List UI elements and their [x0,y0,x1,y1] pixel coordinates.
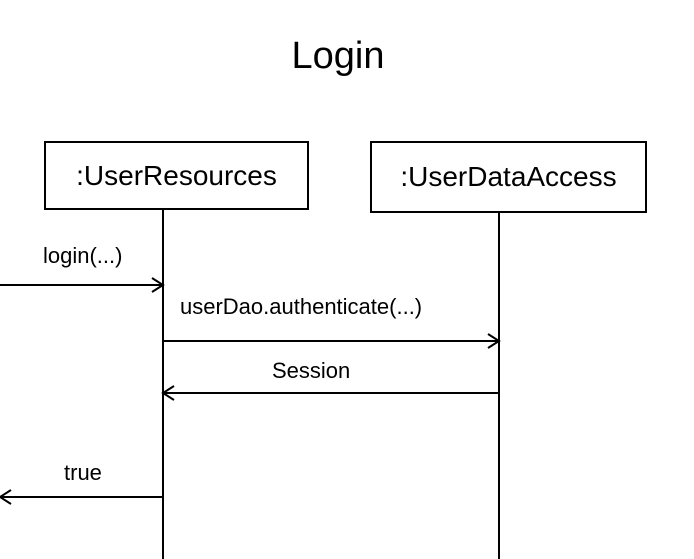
message-authenticate-label: userDao.authenticate(...) [180,294,423,319]
participant-user-data-access-label: :UserDataAccess [400,161,617,192]
message-authenticate-arrowhead [487,333,501,349]
message-true-label: true [64,460,102,485]
message-session-arrowhead [161,385,175,401]
message-login-arrowhead [151,277,165,293]
message-session-label: Session [272,358,351,383]
participant-user-data-access: :UserDataAccess [370,141,647,213]
participant-user-resources-label: :UserResources [76,159,277,191]
message-true-arrowhead [0,489,12,505]
diagram-title: Login [291,35,385,77]
message-login-label: login(...) [43,243,123,268]
participant-user-resources: :UserResources [44,141,309,210]
